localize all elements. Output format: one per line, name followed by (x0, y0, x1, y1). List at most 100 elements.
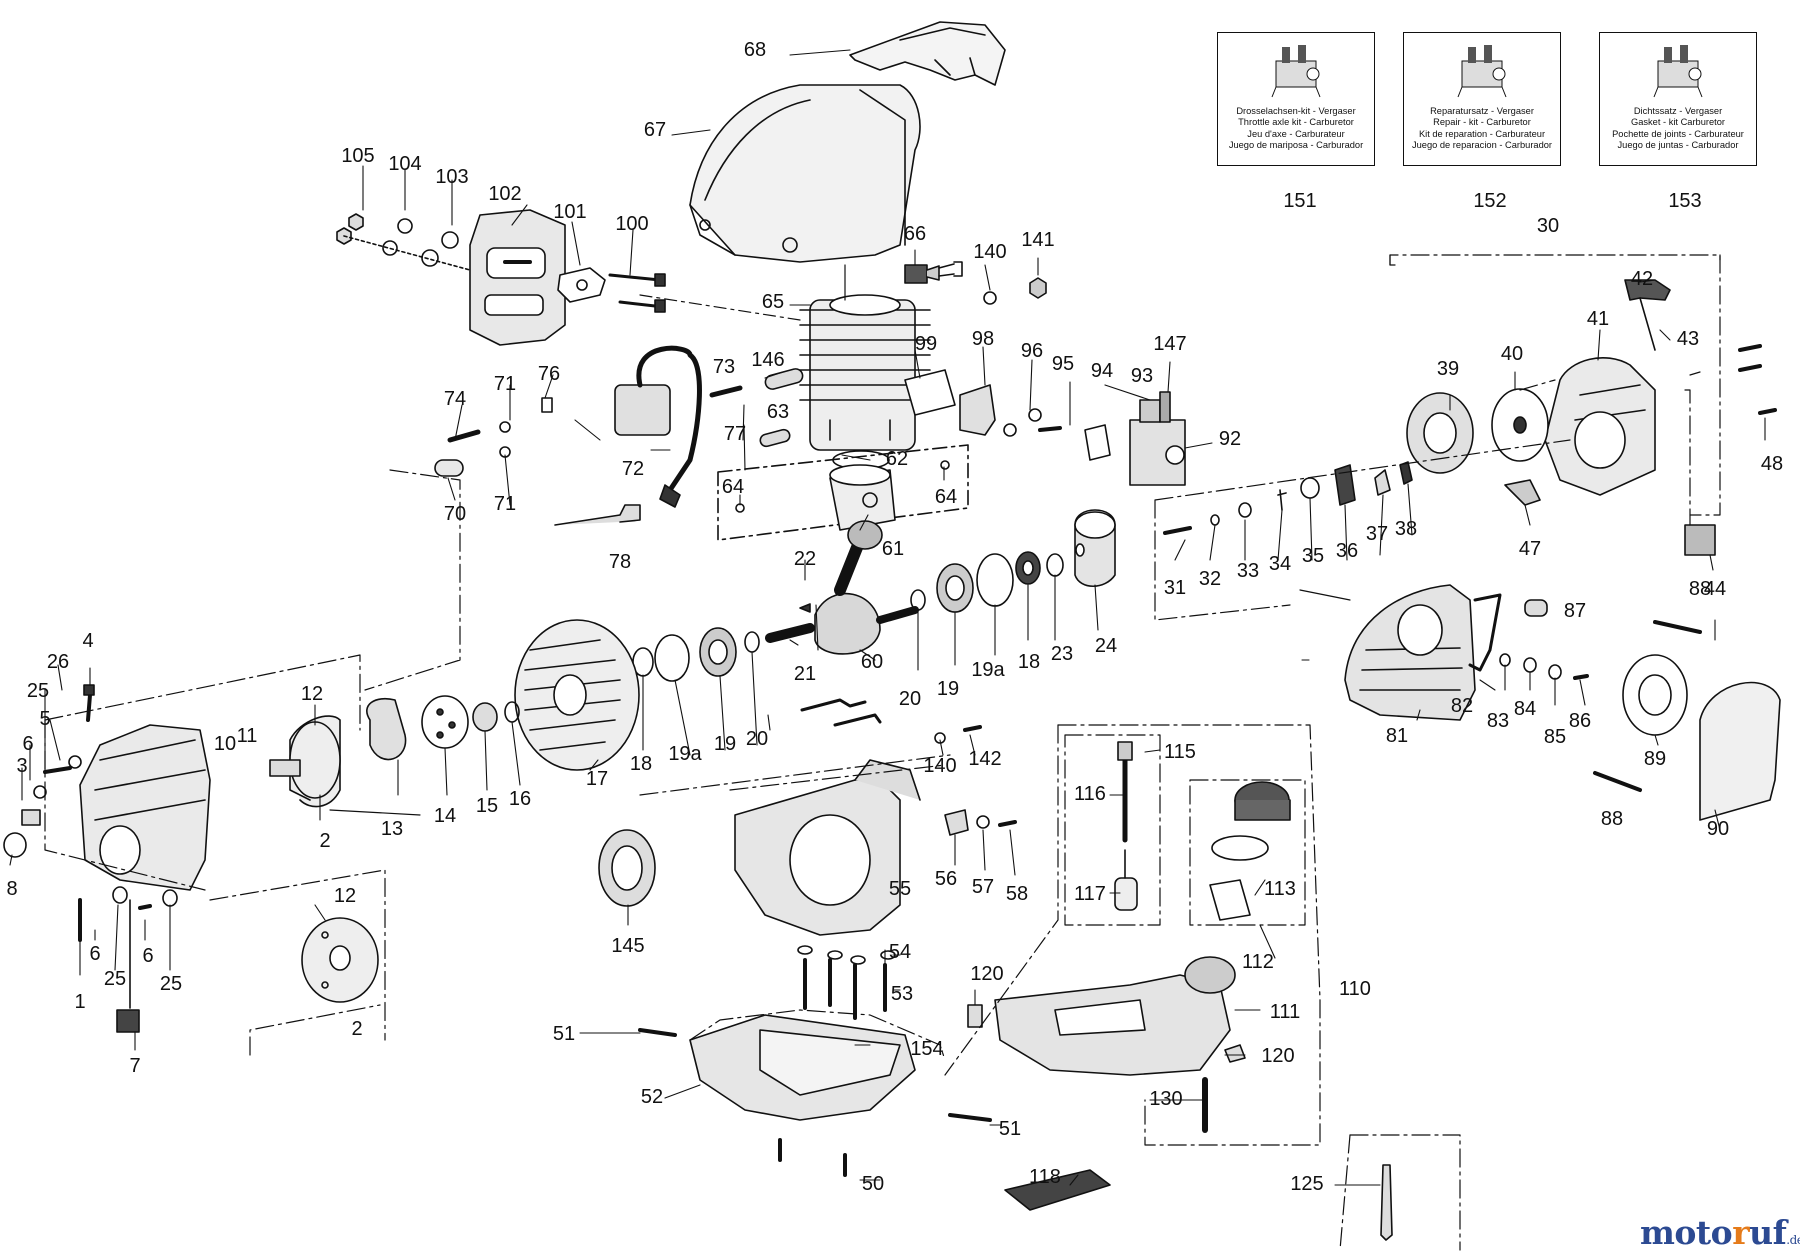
kit-line: Kit de reparation - Carburateur (1418, 128, 1546, 139)
watermark-part: moto (1640, 1213, 1733, 1252)
part-label-116: 116 (1074, 783, 1106, 805)
air-filter-part-118 (1004, 1169, 1111, 1211)
kit-line: Repair - kit - Carburetor (1433, 117, 1531, 128)
part-label-94: 94 (1091, 360, 1113, 382)
part-label-39: 39 (1437, 358, 1459, 380)
part-label-12: 12 (334, 885, 356, 907)
part-label-42: 42 (1631, 268, 1653, 290)
ignition-coil-part-72 (614, 345, 702, 508)
kit-line: Dichtssatz - Vergaser (1633, 106, 1723, 116)
part-label-50: 50 (862, 1173, 884, 1195)
part-label-17: 17 (586, 768, 608, 790)
part-label-72: 72 (622, 458, 644, 480)
part-label-120: 120 (1261, 1045, 1294, 1067)
watermark-tld: .de (1786, 1233, 1800, 1247)
part-label-74: 74 (444, 388, 466, 410)
kit-line: Pochette de joints - Carburateur (1612, 128, 1744, 139)
part-label-23: 23 (1051, 643, 1073, 665)
part-label-25: 25 (160, 973, 182, 995)
part-label-101: 101 (553, 201, 586, 223)
tank-cap-part-113 (1209, 781, 1291, 921)
clutch-drum-part-12 (269, 715, 341, 808)
part-label-54: 54 (889, 941, 911, 963)
kit-line: Juego de reparacion - Carburador (1411, 139, 1553, 150)
part-label-12: 12 (301, 683, 323, 705)
part-label-16: 16 (509, 788, 531, 810)
part-label-85: 85 (1544, 726, 1566, 748)
part-label-21: 21 (794, 663, 816, 685)
part-label-81: 81 (1386, 725, 1408, 747)
part-label-118: 118 (1029, 1166, 1061, 1188)
part-label-100: 100 (615, 213, 648, 235)
part-label-111: 111 (1270, 1001, 1300, 1023)
part-label-141: 141 (1021, 229, 1054, 251)
part-label-32: 32 (1199, 568, 1221, 590)
part-label-76: 76 (538, 363, 560, 385)
part-label-18: 18 (1018, 651, 1040, 673)
part-label-88: 88 (1601, 808, 1623, 830)
part-label-65: 65 (762, 291, 784, 313)
part-label-140: 140 (923, 755, 956, 777)
part-label-33: 33 (1237, 560, 1259, 582)
spark-plug-part-66 (904, 261, 963, 284)
muffler-part-102 (469, 209, 566, 346)
clutch-housing-part-2 (3, 724, 211, 891)
part-label-120: 120 (970, 963, 1003, 985)
part-label-102: 102 (488, 183, 521, 205)
part-label-62: 62 (886, 448, 908, 470)
part-label-18: 18 (630, 753, 652, 775)
part-label-63: 63 (767, 401, 789, 423)
part-label-7: 7 (129, 1055, 140, 1077)
gasket-part-94 (1084, 424, 1111, 461)
part-label-8: 8 (6, 878, 17, 900)
part-label-125: 125 (1290, 1173, 1323, 1195)
part-label-51: 51 (999, 1118, 1021, 1140)
kit-box-151: Drosselachsen-kit - Vergaser Throttle ax… (1217, 32, 1375, 166)
part-label-57: 57 (972, 876, 994, 898)
part-label-38: 38 (1395, 518, 1417, 540)
kit-text-153: Dichtssatz - Vergaser Gasket - kit Carbu… (1602, 106, 1754, 151)
clutch-drum-part-12-alt (301, 917, 379, 1003)
part-label-73: 73 (713, 356, 735, 378)
part-label-22: 22 (794, 548, 816, 570)
part-label-68: 68 (744, 39, 766, 61)
kit-line: Juego de mariposa - Carburador (1228, 139, 1364, 150)
starter-housing-part-41 (1544, 357, 1656, 496)
kit-line: Jeu d'axe - Carburateur (1247, 128, 1345, 139)
kit-box-153: Dichtssatz - Vergaser Gasket - kit Carbu… (1599, 32, 1757, 166)
part-label-147: 147 (1153, 333, 1186, 355)
part-label-40: 40 (1501, 343, 1523, 365)
part-label-43: 43 (1677, 328, 1699, 350)
kit-line: Drosselachsen-kit - Vergaser (1236, 106, 1356, 116)
bearings-middle (910, 509, 1116, 613)
clutch-shoes-part-13 (366, 698, 407, 761)
kit-line: Reparatursatz - Vergaser (1430, 106, 1534, 116)
part-label-77: 77 (724, 423, 746, 445)
part-label-140: 140 (973, 241, 1006, 263)
part-label-154: 154 (910, 1038, 943, 1060)
part-label-58: 58 (1006, 883, 1028, 905)
part-label-67: 67 (644, 119, 666, 141)
flywheel-part-17 (514, 619, 640, 771)
part-label-113: 113 (1264, 878, 1296, 900)
part-label-19: 19 (937, 678, 959, 700)
part-label-19: 19 (714, 733, 736, 755)
part-label-4: 4 (82, 630, 93, 652)
part-label-82: 82 (1451, 695, 1473, 717)
part-label-6: 6 (142, 945, 153, 967)
part-label-112: 112 (1242, 951, 1274, 973)
washers-part-103-105 (336, 213, 471, 271)
fan-cover-part-81 (1344, 584, 1476, 721)
part-label-1: 1 (74, 991, 85, 1013)
part-label-110: 110 (1339, 978, 1371, 1000)
part-label-153: 153 (1668, 190, 1701, 212)
part-label-20: 20 (899, 688, 921, 710)
part-label-44: 44 (1704, 578, 1726, 600)
part-label-86: 86 (1569, 710, 1591, 732)
part-label-51: 51 (553, 1023, 575, 1045)
cable-tie-part-78 (554, 504, 641, 526)
part-label-2: 2 (351, 1018, 362, 1040)
part-label-78: 78 (609, 551, 631, 573)
part-label-103: 103 (435, 166, 468, 188)
part-label-37: 37 (1366, 523, 1388, 545)
